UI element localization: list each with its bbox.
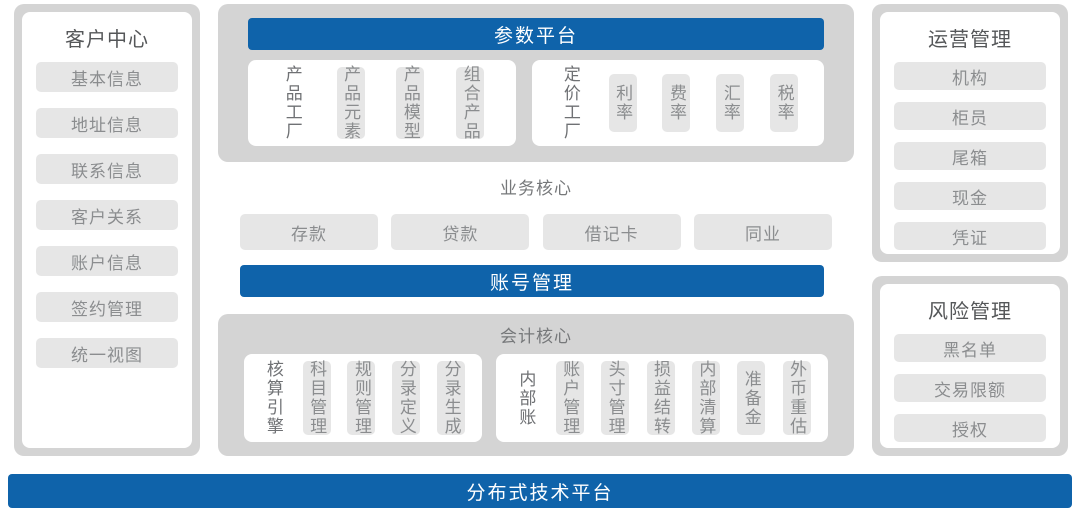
chip-interbank[interactable]: 同业: [693, 214, 832, 250]
chip-provision[interactable]: 准备金: [737, 361, 766, 435]
business-core-title: 业务核心: [500, 179, 572, 198]
customer-item-unified-view[interactable]: 统一视图: [36, 338, 178, 368]
operation-management-panel: 运营管理 机构 柜员 尾箱 现金 凭证: [872, 4, 1068, 262]
chip-product-element[interactable]: 产品元素: [336, 65, 365, 141]
ops-item-teller[interactable]: 柜员: [894, 102, 1046, 130]
chip-loan[interactable]: 贷款: [391, 214, 530, 250]
ops-item-voucher[interactable]: 凭证: [894, 222, 1046, 250]
chip-entry-generation[interactable]: 分录生成: [437, 360, 466, 436]
product-factory-label: 产品工厂: [282, 65, 302, 141]
customer-item-account-info[interactable]: 账户信息: [36, 246, 178, 276]
risk-management-title: 风险管理: [928, 301, 1012, 323]
risk-management-panel: 风险管理 黑名单 交易限额 授权: [872, 276, 1068, 456]
chip-product-model[interactable]: 产品模型: [396, 65, 425, 141]
customer-item-contact-info[interactable]: 联系信息: [36, 154, 178, 184]
chip-pnl-carryover[interactable]: 损益结转: [646, 360, 675, 436]
customer-item-relationship[interactable]: 客户关系: [36, 200, 178, 230]
pricing-factory-group: 定价工厂 利率 费率 汇率 税率: [532, 60, 824, 146]
tech-platform-bar[interactable]: 分布式技术平台: [8, 474, 1072, 508]
chip-deposit[interactable]: 存款: [240, 214, 378, 250]
chip-account-management[interactable]: 账户管理: [555, 360, 584, 436]
pricing-factory-label: 定价工厂: [560, 65, 580, 141]
business-core-list: 存款 贷款 借记卡 同业: [240, 214, 832, 250]
operation-management-title: 运营管理: [928, 29, 1012, 51]
chip-entry-definition[interactable]: 分录定义: [392, 360, 421, 436]
chip-fee-rate[interactable]: 费率: [662, 74, 691, 132]
operation-management-inner: [880, 12, 1060, 254]
accounting-engine-label: 核算引擎: [263, 360, 283, 436]
operation-management-list: 机构 柜员 尾箱 现金 凭证: [894, 62, 1046, 250]
chip-fx-revaluation[interactable]: 外币重估: [782, 360, 811, 436]
risk-item-blacklist[interactable]: 黑名单: [894, 334, 1046, 362]
customer-center-title: 客户中心: [65, 29, 149, 51]
parameter-platform-bar[interactable]: 参数平台: [248, 18, 824, 50]
accounting-core-title: 会计核心: [500, 327, 572, 346]
chip-internal-settlement[interactable]: 内部清算: [691, 360, 720, 436]
internal-ledger-label: 内部账: [516, 369, 536, 427]
ops-item-cash[interactable]: 现金: [894, 182, 1046, 210]
chip-position-management[interactable]: 头寸管理: [601, 360, 630, 436]
product-factory-group: 产品工厂 产品元素 产品模型 组合产品: [248, 60, 516, 146]
accounting-core-panel: 会计核心 核算引擎 科目管理 规则管理 分录定义 分录生成 内部账 账户管理 头…: [218, 314, 854, 456]
chip-tax-rate[interactable]: 税率: [770, 74, 799, 132]
ops-item-institution[interactable]: 机构: [894, 62, 1046, 90]
risk-management-list: 黑名单 交易限额 授权: [894, 334, 1046, 442]
chip-interest-rate[interactable]: 利率: [608, 74, 637, 132]
risk-item-transaction-limit[interactable]: 交易限额: [894, 374, 1046, 402]
customer-center-panel: 客户中心 基本信息 地址信息 联系信息 客户关系 账户信息 签约管理 统一视图: [14, 4, 200, 456]
internal-ledger-group: 内部账 账户管理 头寸管理 损益结转 内部清算 准备金 外币重估: [496, 354, 828, 442]
chip-subject-management[interactable]: 科目管理: [302, 360, 331, 436]
chip-exchange-rate[interactable]: 汇率: [716, 74, 745, 132]
customer-item-address-info[interactable]: 地址信息: [36, 108, 178, 138]
parameter-platform-panel: 参数平台 产品工厂 产品元素 产品模型 组合产品 定价工厂 利率 费率 汇率 税…: [218, 4, 854, 162]
customer-item-contract-mgmt[interactable]: 签约管理: [36, 292, 178, 322]
risk-item-authorization[interactable]: 授权: [894, 414, 1046, 442]
ops-item-cash-box[interactable]: 尾箱: [894, 142, 1046, 170]
account-management-bar[interactable]: 账号管理: [240, 265, 824, 297]
accounting-engine-group: 核算引擎 科目管理 规则管理 分录定义 分录生成: [244, 354, 482, 442]
chip-debit-card[interactable]: 借记卡: [542, 214, 681, 250]
customer-item-basic-info[interactable]: 基本信息: [36, 62, 178, 92]
chip-composite-product[interactable]: 组合产品: [456, 65, 485, 141]
chip-rule-management[interactable]: 规则管理: [347, 360, 376, 436]
customer-center-list: 基本信息 地址信息 联系信息 客户关系 账户信息 签约管理 统一视图: [36, 62, 178, 368]
